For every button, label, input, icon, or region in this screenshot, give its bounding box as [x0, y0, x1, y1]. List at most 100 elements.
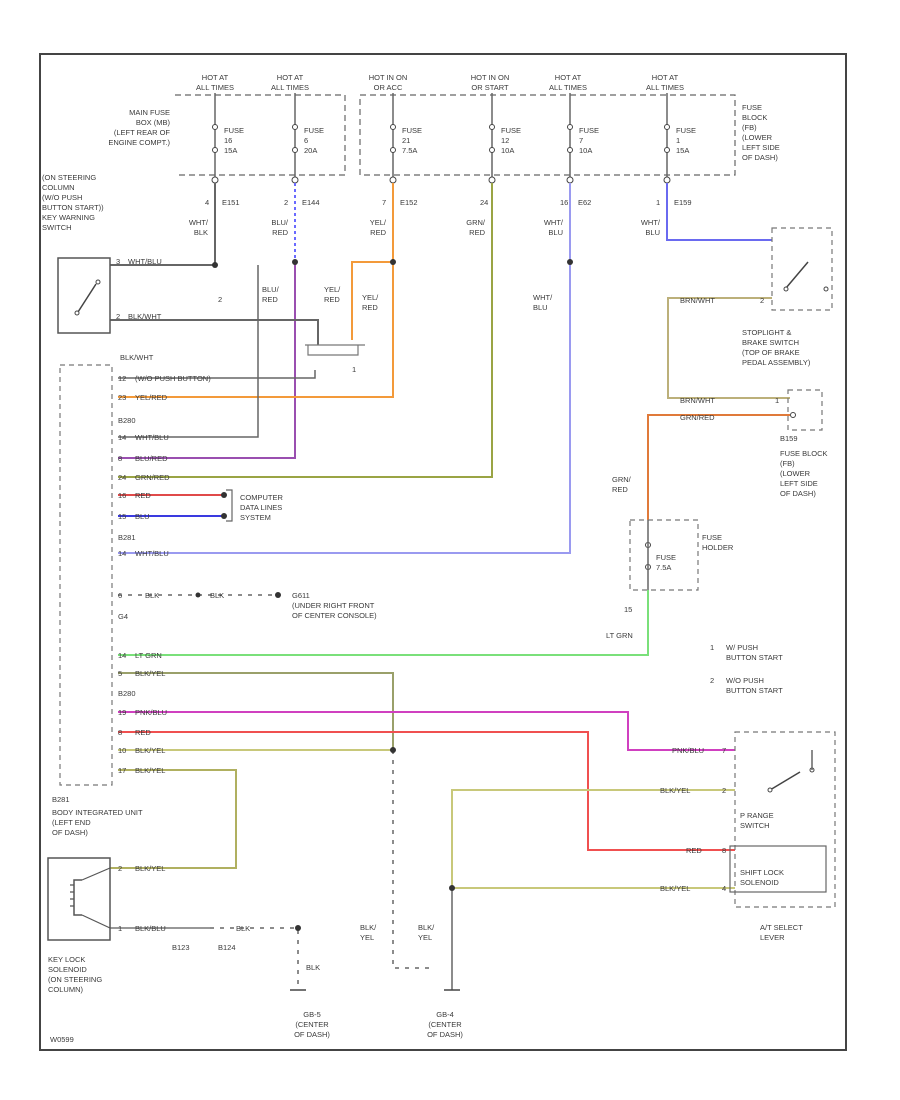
svg-text:RED: RED [324, 295, 340, 304]
hot-label: ALL TIMES [549, 83, 587, 92]
svg-text:E144: E144 [302, 198, 320, 207]
main-fuse-box-label: MAIN FUSE BOX (MB) (LEFT REAR OF ENGINE … [108, 108, 170, 147]
svg-text:5: 5 [118, 669, 122, 678]
hot-label: HOT IN ON [369, 73, 408, 82]
svg-text:OF DASH): OF DASH) [427, 1030, 463, 1039]
svg-text:WHT/BLU: WHT/BLU [128, 257, 162, 266]
key-lock-solenoid: 2 BLK/YEL 1 BLK/BLU BLK B123 B124 BLK KE… [47, 857, 320, 994]
svg-text:19: 19 [118, 708, 126, 717]
svg-text:10A: 10A [501, 146, 514, 155]
fuse-box-outlines [175, 94, 736, 176]
wire-blk-yel-17 [110, 769, 237, 869]
svg-text:2: 2 [722, 786, 726, 795]
hot-label: HOT AT [555, 73, 582, 82]
svg-text:BLU: BLU [645, 228, 660, 237]
svg-text:SWITCH: SWITCH [42, 223, 72, 232]
svg-text:SOLENOID: SOLENOID [740, 878, 779, 887]
svg-text:7: 7 [382, 198, 386, 207]
hot-label: ALL TIMES [196, 83, 234, 92]
svg-text:2: 2 [284, 198, 288, 207]
svg-text:14: 14 [118, 433, 126, 442]
svg-text:BLU: BLU [533, 303, 548, 312]
svg-text:FUSE: FUSE [304, 126, 324, 135]
svg-text:15: 15 [118, 512, 126, 521]
svg-text:2: 2 [760, 296, 764, 305]
svg-text:BLK: BLK [306, 963, 320, 972]
svg-text:GRN/: GRN/ [466, 218, 486, 227]
fuse-holder: FUSE 7.5A FUSE HOLDER GRN/ RED 15 LT GRN [606, 475, 734, 640]
svg-text:2: 2 [218, 295, 222, 304]
fuse-1: FUSE 1 15A [664, 93, 696, 180]
svg-text:LT GRN: LT GRN [606, 631, 633, 640]
svg-text:17: 17 [118, 766, 126, 775]
hot-labels: HOT AT ALL TIMES HOT AT ALL TIMES HOT IN… [196, 73, 684, 92]
svg-text:SHIFT LOCK: SHIFT LOCK [740, 868, 784, 877]
fuse-16: FUSE 16 15A [212, 93, 244, 180]
svg-text:RED: RED [135, 728, 151, 737]
svg-text:16: 16 [224, 136, 232, 145]
svg-text:KEY WARNING: KEY WARNING [42, 213, 95, 222]
svg-text:(LOWER: (LOWER [742, 133, 773, 142]
svg-text:B123: B123 [172, 943, 190, 952]
stoplight-brake-switch: BRN/WHT 2 BRN/WHT 1 STOPLIGHT & BRAKE SW… [680, 227, 833, 405]
svg-text:G4: G4 [118, 612, 128, 621]
svg-text:6: 6 [304, 136, 308, 145]
svg-text:E152: E152 [400, 198, 418, 207]
svg-text:LT GRN: LT GRN [135, 651, 162, 660]
svg-text:LEFT SIDE: LEFT SIDE [780, 479, 818, 488]
svg-text:HOLDER: HOLDER [702, 543, 734, 552]
svg-text:14: 14 [118, 651, 126, 660]
svg-text:YEL: YEL [360, 933, 374, 942]
svg-text:15A: 15A [676, 146, 689, 155]
svg-text:BLK: BLK [236, 924, 250, 933]
svg-text:BLU/RED: BLU/RED [135, 454, 168, 463]
hot-label: ALL TIMES [646, 83, 684, 92]
ground-gb4: GB-4 (CENTER OF DASH) [427, 989, 463, 1039]
wire-yel-red [118, 183, 394, 398]
svg-text:BLOCK: BLOCK [742, 113, 767, 122]
svg-text:YEL/: YEL/ [324, 285, 341, 294]
svg-text:WHT/BLU: WHT/BLU [135, 549, 169, 558]
svg-text:FUSE: FUSE [656, 553, 676, 562]
svg-text:YEL: YEL [418, 933, 432, 942]
hot-label: HOT AT [652, 73, 679, 82]
svg-text:G611: G611 [292, 591, 310, 600]
svg-text:RED: RED [262, 295, 278, 304]
svg-text:1: 1 [710, 643, 714, 652]
connector-labels: 4 E151 2 E144 7 E152 24 16 E62 1 E159 [205, 198, 692, 207]
svg-text:20A: 20A [304, 146, 317, 155]
svg-text:2: 2 [118, 864, 122, 873]
svg-text:23: 23 [118, 393, 126, 402]
svg-text:(FB): (FB) [742, 123, 757, 132]
svg-text:GB-4: GB-4 [436, 1010, 454, 1019]
svg-text:OF DASH): OF DASH) [742, 153, 778, 162]
svg-text:OF DASH): OF DASH) [780, 489, 816, 498]
svg-text:GB-5: GB-5 [303, 1010, 321, 1019]
svg-text:RED: RED [469, 228, 485, 237]
svg-text:(LEFT REAR OF: (LEFT REAR OF [114, 128, 171, 137]
svg-text:2: 2 [710, 676, 714, 685]
svg-text:WHT/: WHT/ [189, 218, 209, 227]
svg-text:SWITCH: SWITCH [740, 821, 770, 830]
svg-text:FUSE: FUSE [501, 126, 521, 135]
svg-text:B124: B124 [218, 943, 236, 952]
svg-text:(W/O PUSH BUTTON): (W/O PUSH BUTTON) [135, 374, 211, 383]
svg-text:(LOWER: (LOWER [780, 469, 811, 478]
svg-text:SYSTEM: SYSTEM [240, 513, 271, 522]
fuses: FUSE 16 15A FUSE 6 20A FUSE 21 7.5A FUSE… [212, 93, 696, 180]
svg-text:WHT/: WHT/ [544, 218, 564, 227]
body-integrated-unit: BLK/WHT 12 (W/O PUSH BUTTON) 23 YEL/RED … [52, 353, 224, 837]
fuse-12: FUSE 12 10A [489, 93, 521, 180]
svg-text:BLU/: BLU/ [271, 218, 289, 227]
svg-text:BLK: BLK [210, 591, 224, 600]
svg-text:GRN/RED: GRN/RED [135, 473, 170, 482]
splice-points [195, 259, 573, 931]
svg-text:MAIN FUSE: MAIN FUSE [129, 108, 170, 117]
hot-label: ALL TIMES [271, 83, 309, 92]
wires [110, 183, 790, 990]
svg-text:BLK/: BLK/ [360, 923, 377, 932]
fuse-7: FUSE 7 10A [567, 93, 599, 180]
svg-text:E62: E62 [578, 198, 591, 207]
wire-lt-grn [118, 590, 649, 656]
svg-text:OF DASH): OF DASH) [52, 828, 88, 837]
